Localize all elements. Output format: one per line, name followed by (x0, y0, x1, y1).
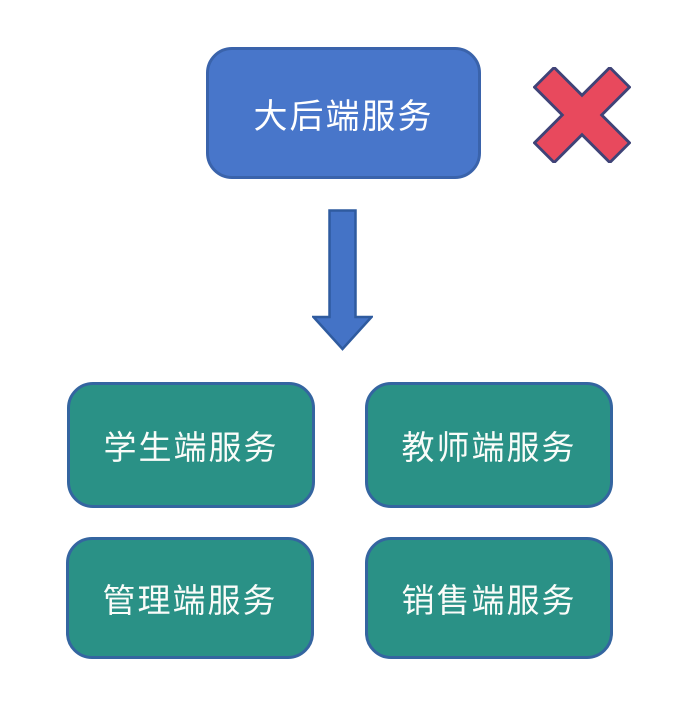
down-arrow-icon (312, 209, 373, 351)
x-mark-outline (533, 67, 631, 163)
down-arrow-outline (312, 209, 373, 351)
x-mark-icon (533, 67, 631, 163)
child-node-student-service: 学生端服务 (67, 382, 315, 508)
child-node-sales-service: 销售端服务 (365, 537, 613, 659)
root-node-label: 大后端服务 (253, 97, 434, 136)
child-node-label: 学生端服务 (103, 429, 279, 466)
child-node-admin-service: 管理端服务 (66, 537, 314, 659)
child-node-label: 管理端服务 (102, 582, 278, 619)
child-node-label: 教师端服务 (401, 429, 577, 466)
child-node-teacher-service: 教师端服务 (365, 382, 613, 508)
down-arrow-shape (313, 210, 372, 349)
child-node-label: 销售端服务 (401, 582, 577, 619)
root-node-backend-service: 大后端服务 (206, 47, 481, 179)
x-mark-shape (534, 67, 630, 163)
